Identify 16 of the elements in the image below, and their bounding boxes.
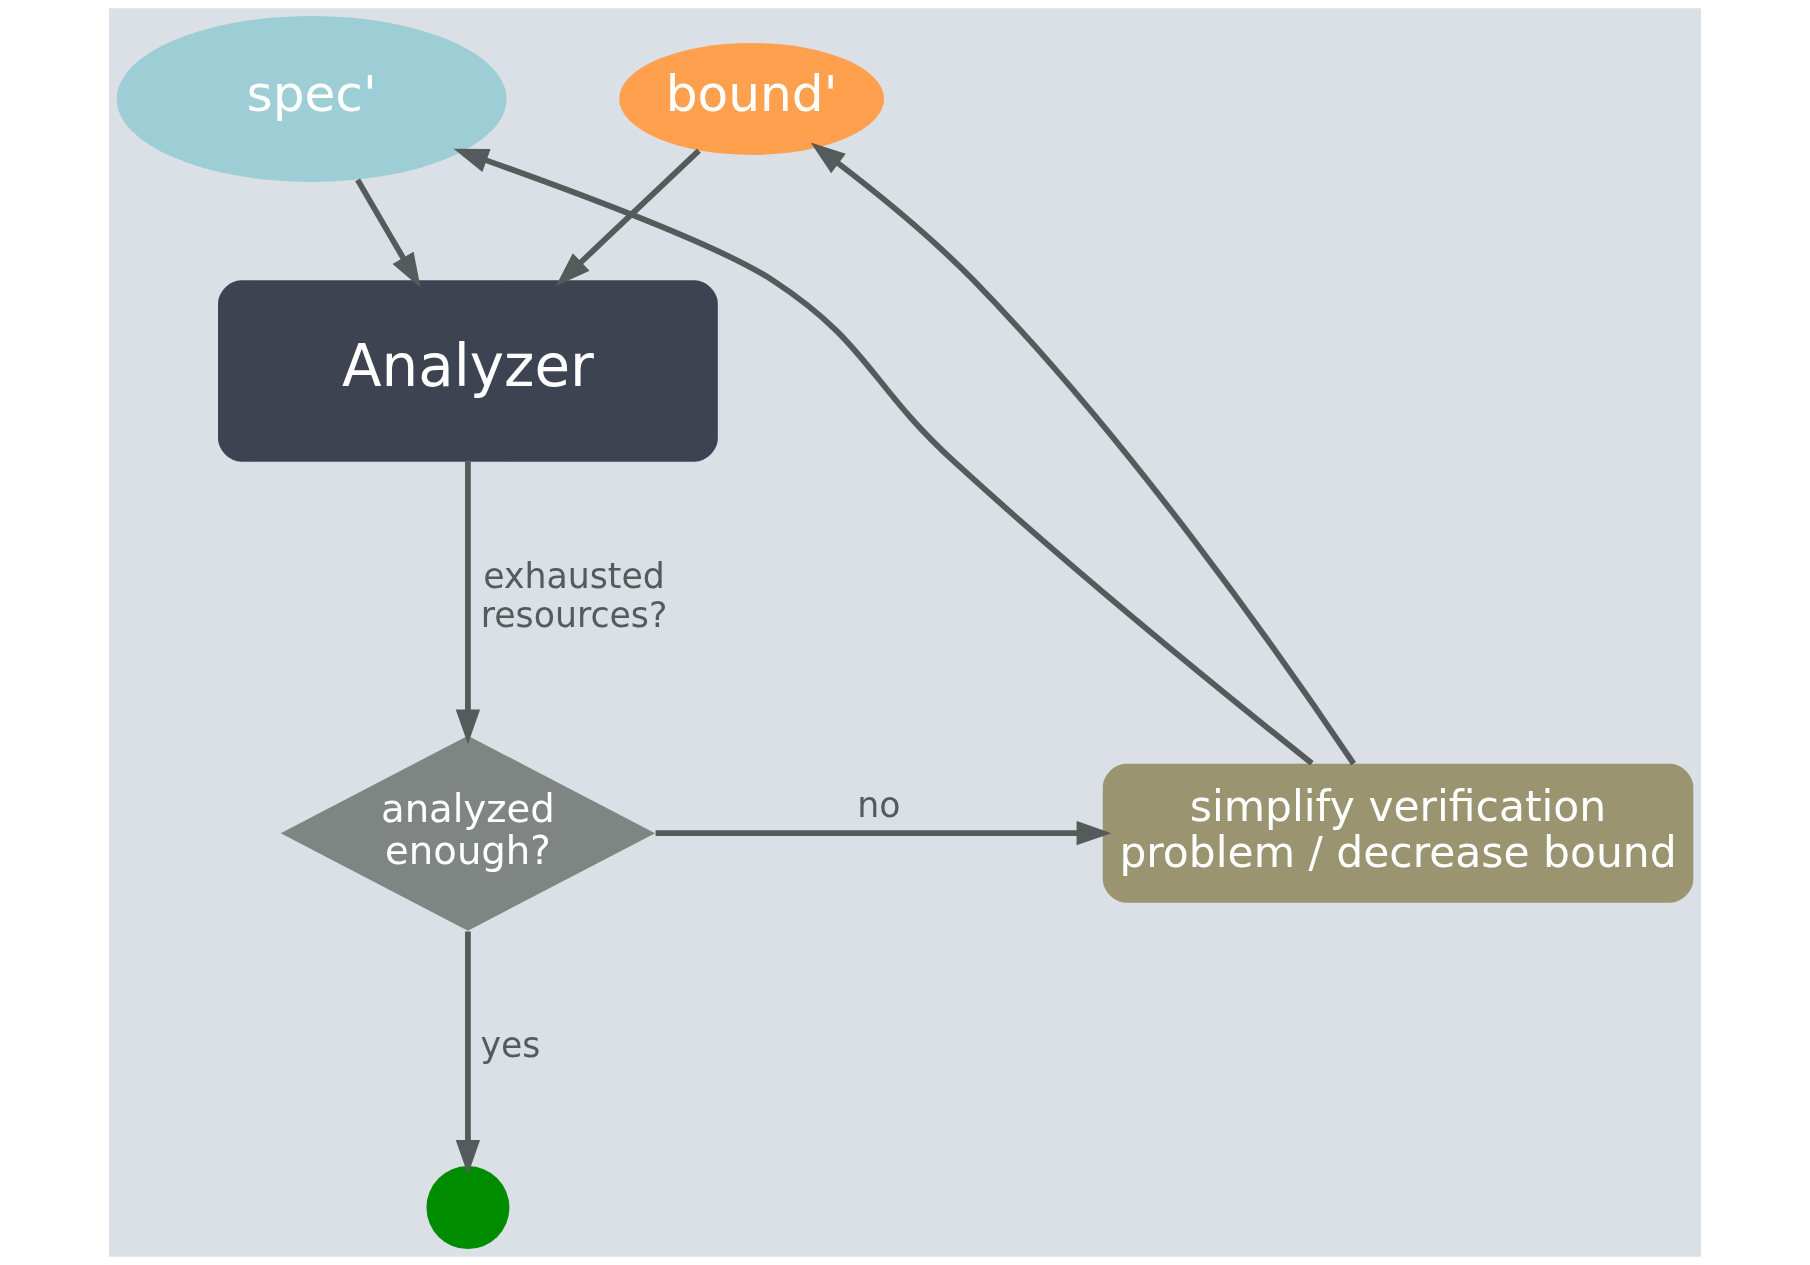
node-box: simplify verification problem / decrease bound bbox=[1102, 763, 1694, 903]
arrow bbox=[455, 931, 481, 1175]
node-circle bbox=[426, 1166, 510, 1250]
node-box: Analyzer bbox=[218, 280, 718, 462]
arrow bbox=[810, 142, 1356, 766]
arrow bbox=[555, 148, 701, 286]
arrow bbox=[455, 461, 481, 745]
edge-label: exhausted resources? bbox=[480, 555, 668, 635]
node-diamond: analyzed enough? bbox=[280, 735, 656, 931]
edge-label: yes bbox=[480, 1024, 541, 1065]
arrow bbox=[453, 148, 1314, 766]
arrow bbox=[355, 178, 421, 288]
edge-label: no bbox=[857, 784, 901, 825]
node-ellipse: spec' bbox=[116, 15, 507, 182]
node-ellipse: bound' bbox=[619, 43, 885, 155]
arrow bbox=[655, 821, 1112, 846]
